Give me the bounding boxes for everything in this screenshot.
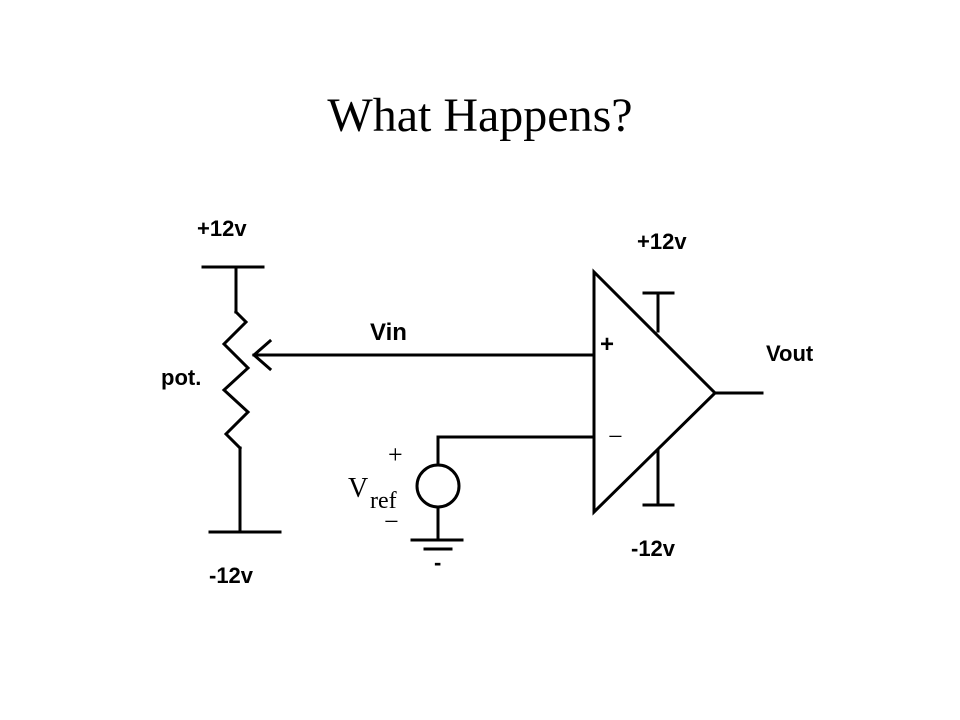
- vref-plus-label: +: [388, 440, 403, 469]
- vref-minus-label: −: [384, 507, 399, 536]
- minus-input-label: −: [608, 422, 623, 451]
- pot-bottom-supply-label: -12v: [209, 563, 254, 588]
- vref-main-label: V: [348, 473, 368, 504]
- vref-wire: [436, 435, 596, 467]
- opamp-triangle: [592, 268, 718, 516]
- slide-title: What Happens?: [327, 89, 633, 142]
- pot-label: pot.: [161, 365, 201, 390]
- pot-resistor-zigzag: [221, 309, 251, 451]
- ground-mark-label: -: [434, 550, 441, 575]
- plus-input-label: +: [600, 331, 614, 358]
- pot-top-supply-label: +12v: [197, 216, 247, 241]
- vout-label: Vout: [766, 341, 814, 366]
- opamp-pos-supply-label: +12v: [637, 229, 687, 254]
- vref-sub-label: ref: [370, 488, 397, 514]
- vref-source: [415, 463, 461, 509]
- vin-label: Vin: [370, 319, 407, 346]
- opamp-neg-supply-label: -12v: [631, 536, 676, 561]
- wiper-arrowhead: [251, 338, 273, 372]
